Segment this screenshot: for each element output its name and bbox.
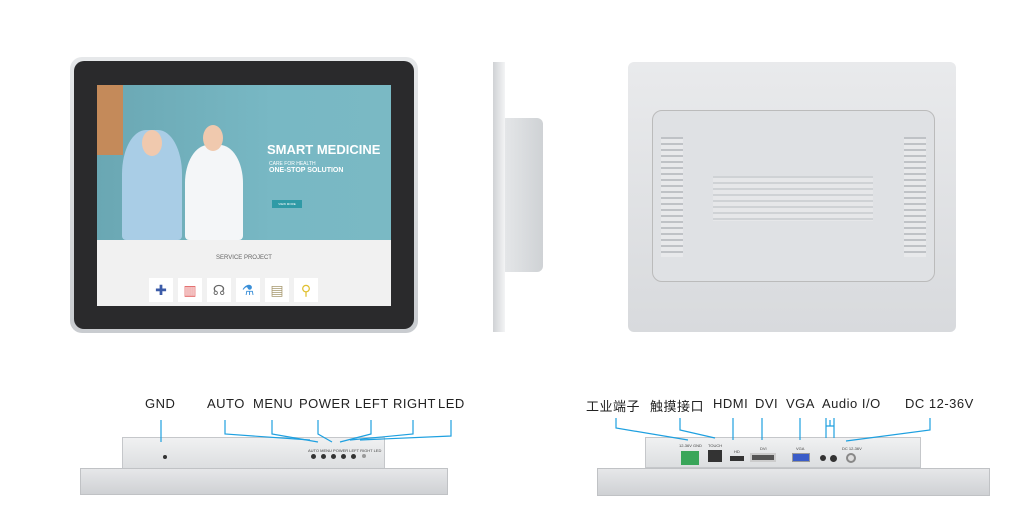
label-hdmi: HDMI [713, 396, 749, 411]
right-button[interactable] [351, 454, 356, 459]
callout-audio [825, 418, 835, 438]
callout-left [339, 420, 372, 443]
label-left: LEFT [355, 396, 389, 411]
touch-silkscreen: TOUCH [708, 443, 723, 448]
left-button[interactable] [341, 454, 346, 459]
view-more-button[interactable]: VIEW MORE [272, 200, 302, 208]
right-fins [904, 137, 926, 257]
port-panel-flange [597, 468, 990, 496]
callout-menu [271, 420, 319, 443]
monitor-back-view [628, 62, 956, 332]
dc-power-jack[interactable] [846, 453, 856, 463]
callout-auto [224, 420, 311, 441]
dc-silkscreen: DC 12-36V [842, 446, 862, 451]
hdmi-port[interactable] [730, 456, 744, 461]
port-panel-body: 12-36V GND TOUCH HD DVI VGA DC 12-36V [645, 437, 921, 468]
label-audio: Audio I/O [822, 396, 881, 411]
power-button[interactable] [331, 454, 336, 459]
callout-right [349, 420, 414, 441]
gnd-screw [163, 455, 167, 459]
headline: SMART MEDICINE [267, 142, 381, 157]
headphone-jack[interactable] [830, 455, 837, 462]
doctor-head [203, 125, 223, 151]
label-dc: DC 12-36V [905, 396, 974, 411]
label-right: RIGHT [393, 396, 436, 411]
button-panel-body: AUTO MENU POWER LEFT RIGHT LED [122, 437, 385, 469]
tagline: ONE-STOP SOLUTION [269, 167, 344, 174]
monitor-screen: SMART MEDICINE CARE FOR HEALTH ONE-STOP … [97, 85, 391, 306]
doctor-figure [185, 145, 243, 240]
vga-port[interactable] [792, 453, 810, 462]
terminal-silkscreen: 12-36V GND [679, 443, 702, 448]
monitor-side-view [493, 62, 505, 332]
stethoscope-icon[interactable]: ☊ [207, 278, 231, 302]
menu-button[interactable] [321, 454, 326, 459]
button-silkscreen: AUTO MENU POWER LEFT RIGHT LED [308, 448, 382, 453]
callout-terminal [615, 418, 689, 441]
label-dvi: DVI [755, 396, 779, 411]
magnifier-icon[interactable]: ⚲ [294, 278, 318, 302]
hero-banner: SMART MEDICINE CARE FOR HEALTH ONE-STOP … [97, 85, 391, 240]
hospital-icon[interactable]: ▥ [178, 278, 202, 302]
callout-dc [845, 418, 931, 442]
label-terminal: 工业端子 [586, 399, 641, 414]
label-vga: VGA [786, 396, 815, 411]
left-fins [661, 137, 683, 257]
callout-power [317, 420, 333, 443]
label-touch: 触摸接口 [650, 399, 705, 414]
section-title: SERVICE PROJECT [216, 255, 272, 261]
center-fins [713, 176, 873, 221]
led-indicator [362, 454, 366, 458]
touch-rj-port[interactable] [708, 450, 722, 462]
label-led: LED [438, 396, 465, 411]
dvi-port[interactable] [750, 453, 776, 462]
subtitle: CARE FOR HEALTH [269, 161, 316, 167]
label-power: POWER [299, 396, 351, 411]
terminal-block-port[interactable] [681, 451, 699, 465]
cabinet [97, 85, 123, 155]
back-heatsink-panel [652, 110, 935, 282]
clipboard-icon[interactable]: ▤ [265, 278, 289, 302]
medical-kit-icon[interactable]: ✚ [149, 278, 173, 302]
nurse-head [142, 130, 162, 156]
callout-led [359, 420, 452, 441]
auto-button[interactable] [311, 454, 316, 459]
button-panel-flange [80, 468, 448, 495]
mic-jack[interactable] [820, 455, 826, 461]
callout-touch [679, 418, 716, 439]
dvi-silkscreen: DVI [760, 446, 767, 451]
test-tubes-icon[interactable]: ⚗ [236, 278, 260, 302]
service-icons: ✚ ▥ ☊ ⚗ ▤ ⚲ [149, 278, 318, 302]
label-menu: MENU [253, 396, 294, 411]
label-gnd: GND [145, 396, 176, 411]
monitor-side-housing [505, 118, 543, 272]
vga-silkscreen: VGA [796, 446, 805, 451]
hdmi-silkscreen: HD [734, 449, 740, 454]
label-auto: AUTO [207, 396, 245, 411]
